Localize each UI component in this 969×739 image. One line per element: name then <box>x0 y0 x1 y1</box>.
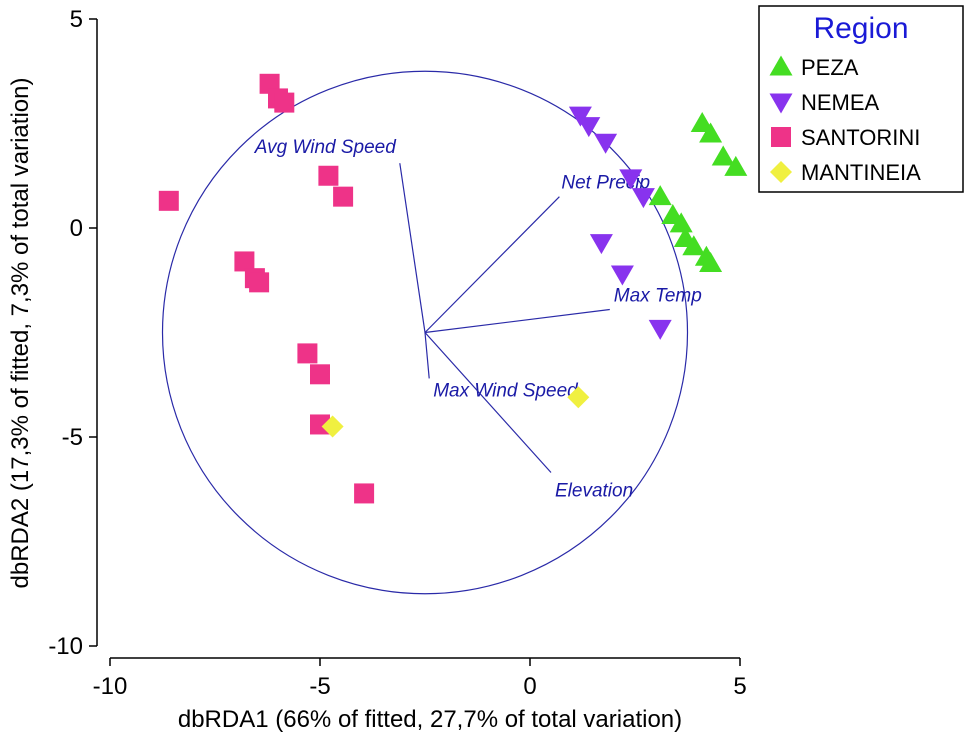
vector-line <box>424 332 552 473</box>
y-tick-label: -10 <box>48 633 83 660</box>
data-point-mantineia <box>567 386 590 409</box>
data-point-peza <box>648 185 672 206</box>
data-point-santorini <box>274 92 295 113</box>
y-tick-label: -5 <box>62 424 83 451</box>
legend-box <box>758 5 964 193</box>
data-point-peza <box>699 122 723 143</box>
data-point-peza <box>699 252 723 273</box>
correlation-circle-layer <box>161 70 689 595</box>
y-axis-title: dbRDA2 (17,3% of fitted, 7,3% of total v… <box>7 78 34 589</box>
x-tick-label: -10 <box>93 673 128 700</box>
legend-label-nemea: NEMEA <box>801 90 880 115</box>
x-tick-label: -5 <box>309 673 330 700</box>
data-point-peza <box>682 235 706 256</box>
data-point-santorini <box>318 165 339 186</box>
y-tick-label: 5 <box>70 6 83 33</box>
data-point-santorini <box>234 251 255 272</box>
x-tick-label: 5 <box>733 673 746 700</box>
legend-title: Region <box>813 12 908 45</box>
correlation-circle <box>161 70 689 595</box>
data-point-peza <box>724 155 748 176</box>
data-point-santorini <box>158 190 179 211</box>
data-point-nemea <box>577 117 601 138</box>
vector-line <box>424 196 560 333</box>
legend-marker-nemea <box>769 93 793 114</box>
legend-label-santorini: SANTORINI <box>801 125 920 150</box>
legend-marker-santorini <box>771 127 791 147</box>
y-tick-label: 0 <box>70 215 83 242</box>
data-point-nemea <box>610 265 634 286</box>
data-point-peza <box>690 112 714 132</box>
vector-label: Elevation <box>555 481 633 502</box>
vector-line <box>399 163 426 333</box>
data-point-peza <box>711 145 735 166</box>
data-point-santorini <box>310 364 330 385</box>
legend-marker-peza <box>769 55 793 76</box>
legend-label-mantineia: MANTINEIA <box>801 160 921 185</box>
data-point-nemea <box>619 169 643 190</box>
data-point-nemea <box>594 133 618 154</box>
data-point-nemea <box>648 319 672 340</box>
data-point-nemea <box>631 188 655 209</box>
legend-label-peza: PEZA <box>801 55 859 80</box>
vector-label: Max Temp <box>614 286 702 307</box>
data-point-santorini <box>333 186 354 207</box>
x-tick-label: 0 <box>523 673 536 700</box>
data-point-santorini <box>249 272 270 293</box>
legend-marker-mantineia <box>770 161 792 183</box>
axes: -10 -5 0 5 -10 -5 0 5 <box>48 6 746 700</box>
data-point-santorini <box>297 343 318 364</box>
points-layer <box>158 73 748 504</box>
data-point-nemea <box>568 106 592 127</box>
data-point-nemea <box>589 234 613 255</box>
x-axis-title: dbRDA1 (66% of fitted, 27,7% of total va… <box>178 706 682 733</box>
data-point-mantineia <box>321 415 344 438</box>
vector-line <box>424 332 430 379</box>
vector-label: Max Wind Speed <box>433 380 579 401</box>
data-point-santorini <box>354 483 375 504</box>
data-point-peza <box>669 212 693 233</box>
vector-label: Avg Wind Speed <box>254 137 397 158</box>
vector-line <box>424 308 610 334</box>
